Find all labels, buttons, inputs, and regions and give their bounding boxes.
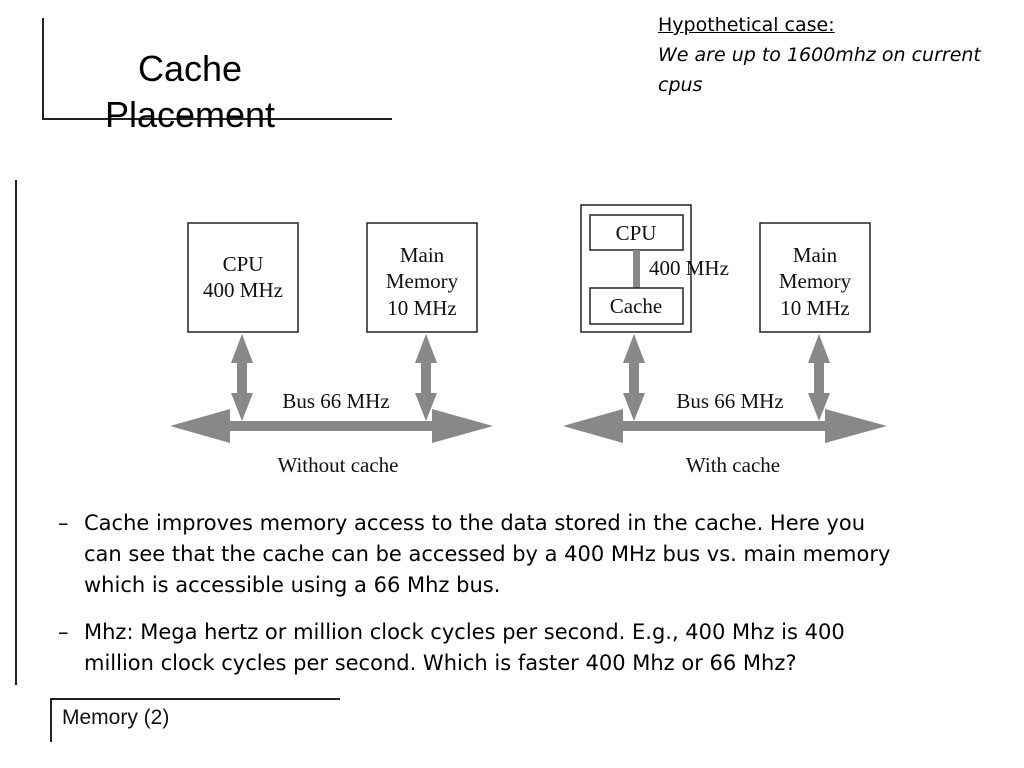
bullet-item: – Cache improves memory access to the da… [58, 508, 1008, 601]
cpu-cache-link [633, 250, 640, 288]
bus-arrow-left [170, 409, 493, 443]
cpu-bus-arrow-left [231, 334, 253, 421]
cpu-label-left: CPU [223, 252, 264, 276]
main-memory-speed-right: 10 MHz [780, 296, 849, 320]
cache-placement-diagram: .arrow{fill:#888888;} .box{fill:#fff;str… [170, 204, 887, 477]
diagram-with-cache: CPU Cache 400 MHz Main Memory 10 MHz Bus… [563, 204, 887, 477]
footer-top-rule [50, 698, 340, 700]
bullet-line: can see that the cache can be accessed b… [84, 542, 891, 566]
hypothetical-note: Hypothetical case: We are up to 1600mhz … [658, 10, 1018, 100]
cpu-label-right: CPU [616, 221, 657, 245]
main-memory-box-right [759, 222, 871, 333]
main-memory-label-left-1: Main [400, 243, 445, 267]
bus-arrow-right [563, 409, 887, 443]
bus-label-right: Bus 66 MHz [676, 389, 783, 413]
bullet-marker: – [58, 620, 69, 644]
title-frame-horizontal-rule [42, 118, 392, 120]
main-memory-speed-left: 10 MHz [387, 296, 456, 320]
main-memory-box-left [366, 222, 478, 333]
footer-left-rule [50, 698, 52, 742]
bullet-line: million clock cycles per second. Which i… [84, 651, 797, 675]
memory-bus-arrow-right [808, 334, 830, 421]
title-frame-vertical-rule [42, 18, 44, 118]
slide-title-line-2: Placement [104, 94, 276, 135]
slide-title: Cache Placement [60, 46, 320, 138]
main-memory-label-right-1: Main [793, 243, 838, 267]
cpu-box-left [187, 222, 299, 333]
cpu-speed-left: 400 MHz [203, 278, 283, 302]
cpu-bus-arrow-right [623, 334, 645, 421]
content-left-rule [15, 180, 17, 685]
bullet-list: – Cache improves memory access to the da… [58, 508, 1008, 695]
main-memory-label-right-2: Memory [779, 269, 852, 293]
bullet-line: which is accessible using a 66 Mhz bus. [84, 573, 501, 597]
bullet-item: – Mhz: Mega hertz or million clock cycle… [58, 617, 1008, 679]
note-line-1: We are up to 1600mhz on current [658, 44, 981, 66]
main-memory-label-left-2: Memory [386, 269, 459, 293]
memory-bus-arrow-left [415, 334, 437, 421]
bus-label-left: Bus 66 MHz [282, 389, 389, 413]
cache-box-right [589, 287, 684, 325]
diagram-without-cache: CPU 400 MHz Main Memory 10 MHz Bus 66 MH… [170, 222, 493, 477]
slide-title-line-1: Cache [137, 48, 243, 89]
cpu-cache-link-speed: 400 MHz [649, 256, 729, 280]
caption-without-cache: Without cache [277, 453, 398, 477]
bullet-line: Mhz: Mega hertz or million clock cycles … [84, 620, 845, 644]
note-line-2: cpus [658, 74, 703, 96]
bullet-marker: – [58, 511, 69, 535]
caption-with-cache: With cache [686, 453, 780, 477]
bullet-line: Cache improves memory access to the data… [84, 511, 865, 535]
slide-footer: Memory (2) [62, 706, 170, 729]
note-heading: Hypothetical case: [658, 14, 835, 36]
cache-label-right: Cache [610, 294, 662, 318]
